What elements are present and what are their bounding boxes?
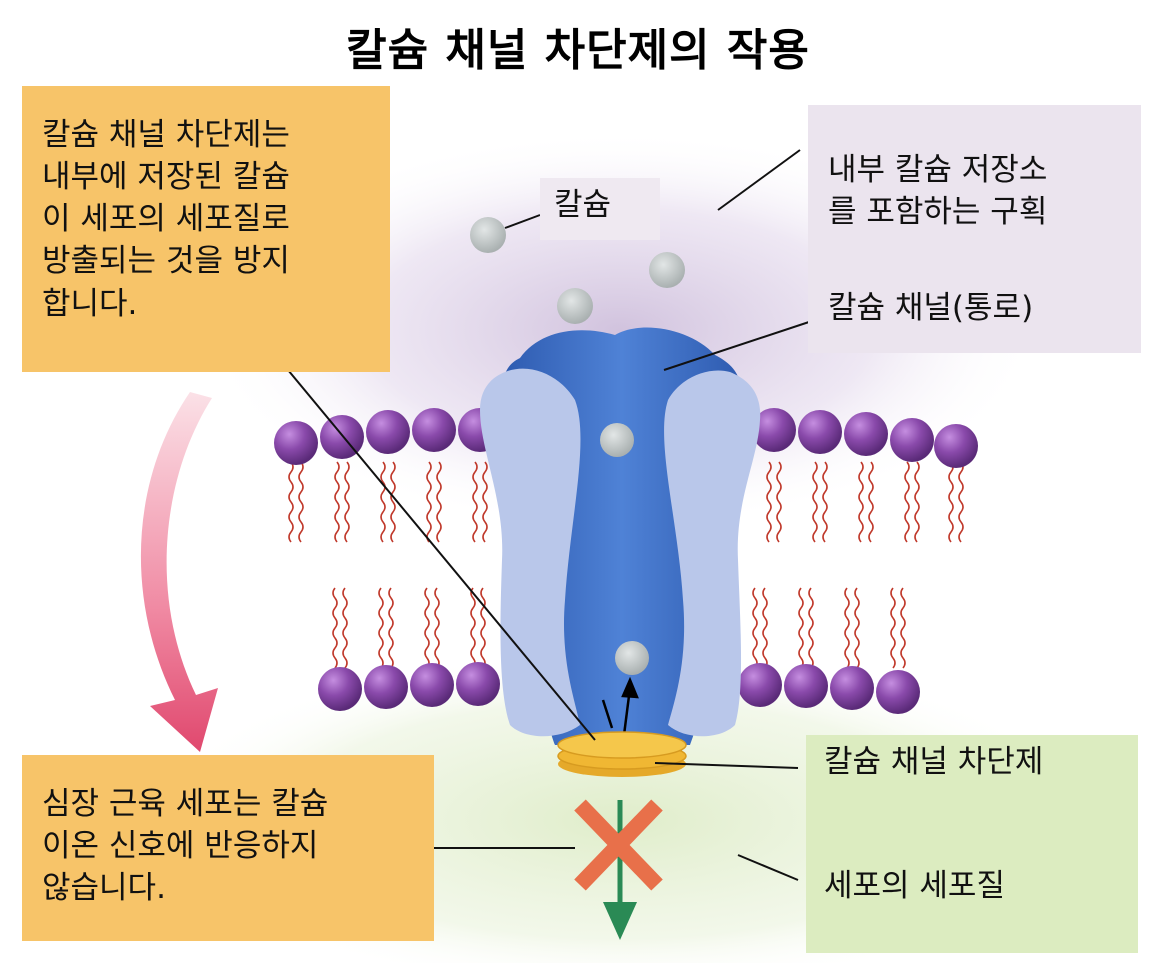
heart-note-box: 심장 근육 세포는 칼슘 이온 신호에 반응하지 않습니다. [22, 755, 434, 941]
calcium-label-box: 칼슘 [540, 178, 660, 240]
channel-right-subunit [664, 370, 761, 737]
compartment-label-line: 를 포함하는 구획 [828, 194, 1048, 231]
channel-blocker-discs [557, 731, 687, 777]
lipid-bilayer [274, 408, 978, 714]
channel-left-subunit [480, 368, 581, 737]
calcium-ion [470, 217, 506, 253]
blocker-note-box: 칼슘 채널 차단제는 내부에 저장된 칼슘 이 세포의 세포질로 방출되는 것을… [22, 86, 390, 372]
heart-note-line: 이온 신호에 반응하지 [42, 828, 319, 865]
blocker-note-line: 칼슘 채널 차단제는 [42, 117, 290, 153]
compartment-label-line: 내부 칼슘 저장소 [828, 152, 1048, 188]
calcium-ion [557, 288, 593, 324]
blocker-note-line: 방출되는 것을 방지 [42, 243, 290, 280]
ion-flow-arrows [601, 676, 639, 736]
leader-lines [287, 149, 816, 881]
calcium-ion [600, 423, 634, 457]
lower-leaflet-heads [318, 662, 920, 714]
blocker-note-line: 내부에 저장된 칼슘 [42, 159, 290, 196]
blocker-note-line: 합니다. [42, 285, 138, 322]
blocked-signal-mark [574, 799, 663, 940]
calcium-ion [649, 252, 685, 288]
cytoplasm-label-box: 칼슘 채널 차단제 세포의 세포질 [806, 735, 1138, 953]
cytoplasm-label: 세포의 세포질 [824, 868, 1005, 905]
compartment-label-box: 내부 칼슘 저장소 를 포함하는 구획 칼슘 채널(통로) [808, 105, 1141, 353]
heart-note-line: 심장 근육 세포는 칼슘 [42, 786, 329, 822]
channel-label: 칼슘 채널(통로) [828, 290, 1034, 327]
blocker-note-line: 이 세포의 세포질로 [42, 201, 290, 238]
calcium-channel [480, 327, 761, 745]
diagram-title: 칼슘 채널 차단제의 작용 [346, 25, 810, 76]
calcium-ions [470, 217, 685, 675]
upper-leaflet-heads [274, 408, 978, 468]
calcium-label: 칼슘 [554, 187, 612, 223]
pink-flow-arrow [140, 392, 218, 752]
blocker-label: 칼슘 채널 차단제 [824, 744, 1044, 780]
calcium-ion [615, 641, 649, 675]
heart-note-line: 않습니다. [42, 870, 166, 907]
